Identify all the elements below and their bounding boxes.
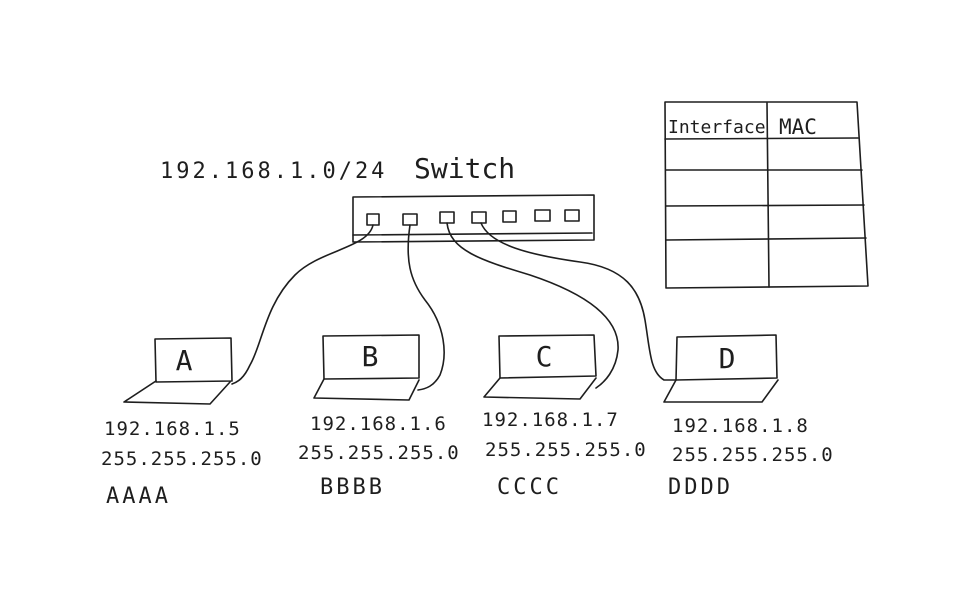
- mac-table-header-mac: MAC: [779, 115, 817, 139]
- host-c-mask: 255.255.255.0: [485, 439, 647, 461]
- host-b-mask: 255.255.255.0: [298, 442, 460, 464]
- laptop-d-base: [663, 379, 779, 403]
- host-a-ip: 192.168.1.5: [104, 418, 241, 440]
- host-d-mask: 255.255.255.0: [672, 444, 834, 466]
- cables: [231, 222, 677, 391]
- laptop-c-base: [483, 377, 597, 400]
- mac-table: Interface MAC: [664, 101, 869, 289]
- mac-table-header-interface: Interface: [668, 117, 766, 138]
- switch: Switch: [352, 152, 595, 243]
- mac-table-divider: [766, 102, 770, 288]
- cable-d: [480, 222, 677, 381]
- mac-table-row-line-3: [665, 237, 867, 241]
- switch-ports: [366, 209, 580, 226]
- laptop-a-screen: [154, 337, 233, 383]
- host-d: D 192.168.1.8 255.255.255.0 DDDD: [663, 334, 834, 500]
- switch-port-1: [366, 213, 380, 226]
- host-d-ip: 192.168.1.8: [672, 415, 809, 437]
- host-b-mac: BBBB: [320, 475, 385, 500]
- mac-table-header-line: [664, 137, 859, 140]
- cable-c: [446, 222, 619, 389]
- switch-base-line: [352, 232, 593, 236]
- host-c-mac: CCCC: [497, 475, 562, 500]
- laptop-c-screen: [498, 334, 597, 379]
- host-b-name: B: [362, 340, 379, 373]
- host-b: B 192.168.1.6 255.255.255.0 BBBB: [298, 334, 460, 500]
- host-c-ip: 192.168.1.7: [482, 409, 619, 431]
- subnet-label: 192.168.1.0/24: [160, 159, 387, 184]
- switch-port-4: [471, 211, 487, 224]
- host-a-mac: AAAA: [106, 484, 171, 509]
- host-a-mask: 255.255.255.0: [101, 448, 263, 470]
- cable-a: [231, 224, 374, 385]
- switch-port-5: [502, 210, 517, 223]
- switch-port-6: [534, 209, 551, 222]
- laptop-b-screen: [322, 334, 420, 380]
- switch-label: Switch: [414, 152, 515, 185]
- host-d-mac: DDDD: [668, 475, 733, 500]
- host-a-name: A: [176, 344, 193, 377]
- host-c-name: C: [536, 340, 553, 373]
- mac-table-row-line-2: [665, 204, 865, 207]
- laptop-b-base: [313, 378, 420, 401]
- mac-table-border: [664, 101, 869, 289]
- switch-port-2: [402, 213, 418, 226]
- switch-body: [352, 194, 595, 243]
- host-c: C 192.168.1.7 255.255.255.0 CCCC: [482, 334, 647, 500]
- laptop-d-screen: [675, 334, 778, 381]
- laptop-a-base: [123, 380, 231, 405]
- host-d-name: D: [719, 342, 736, 375]
- switch-port-3: [439, 211, 455, 224]
- switch-port-7: [564, 209, 580, 222]
- host-b-ip: 192.168.1.6: [310, 413, 447, 435]
- cable-b: [407, 224, 445, 391]
- host-a: A 192.168.1.5 255.255.255.0 AAAA: [101, 337, 263, 509]
